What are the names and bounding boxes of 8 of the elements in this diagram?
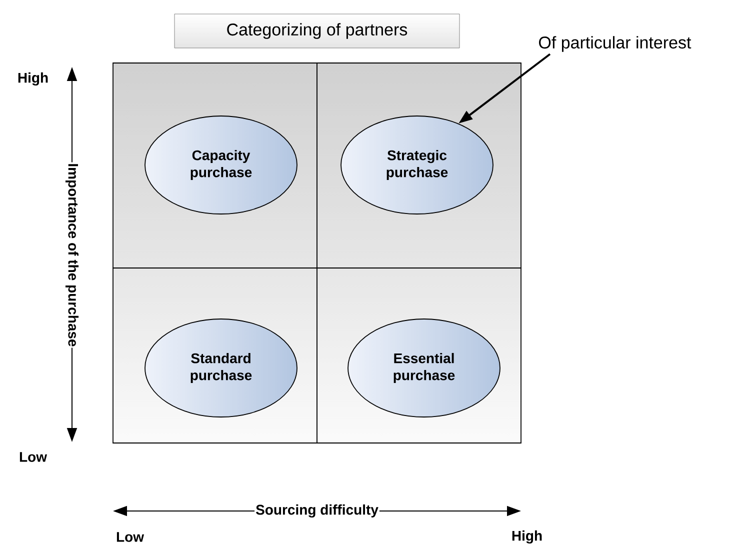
axis-title: Importance of the purchase bbox=[64, 162, 80, 348]
title-box: Categorizing of partners bbox=[174, 14, 460, 48]
axis-title: Sourcing difficulty bbox=[254, 503, 380, 519]
callout-text: Of particular interest bbox=[539, 36, 692, 52]
axis-end-label: Low bbox=[20, 452, 48, 462]
axis-end-label: Low bbox=[116, 532, 144, 542]
axis-end-label: High bbox=[18, 72, 48, 86]
axis-end-label: High bbox=[512, 530, 542, 544]
